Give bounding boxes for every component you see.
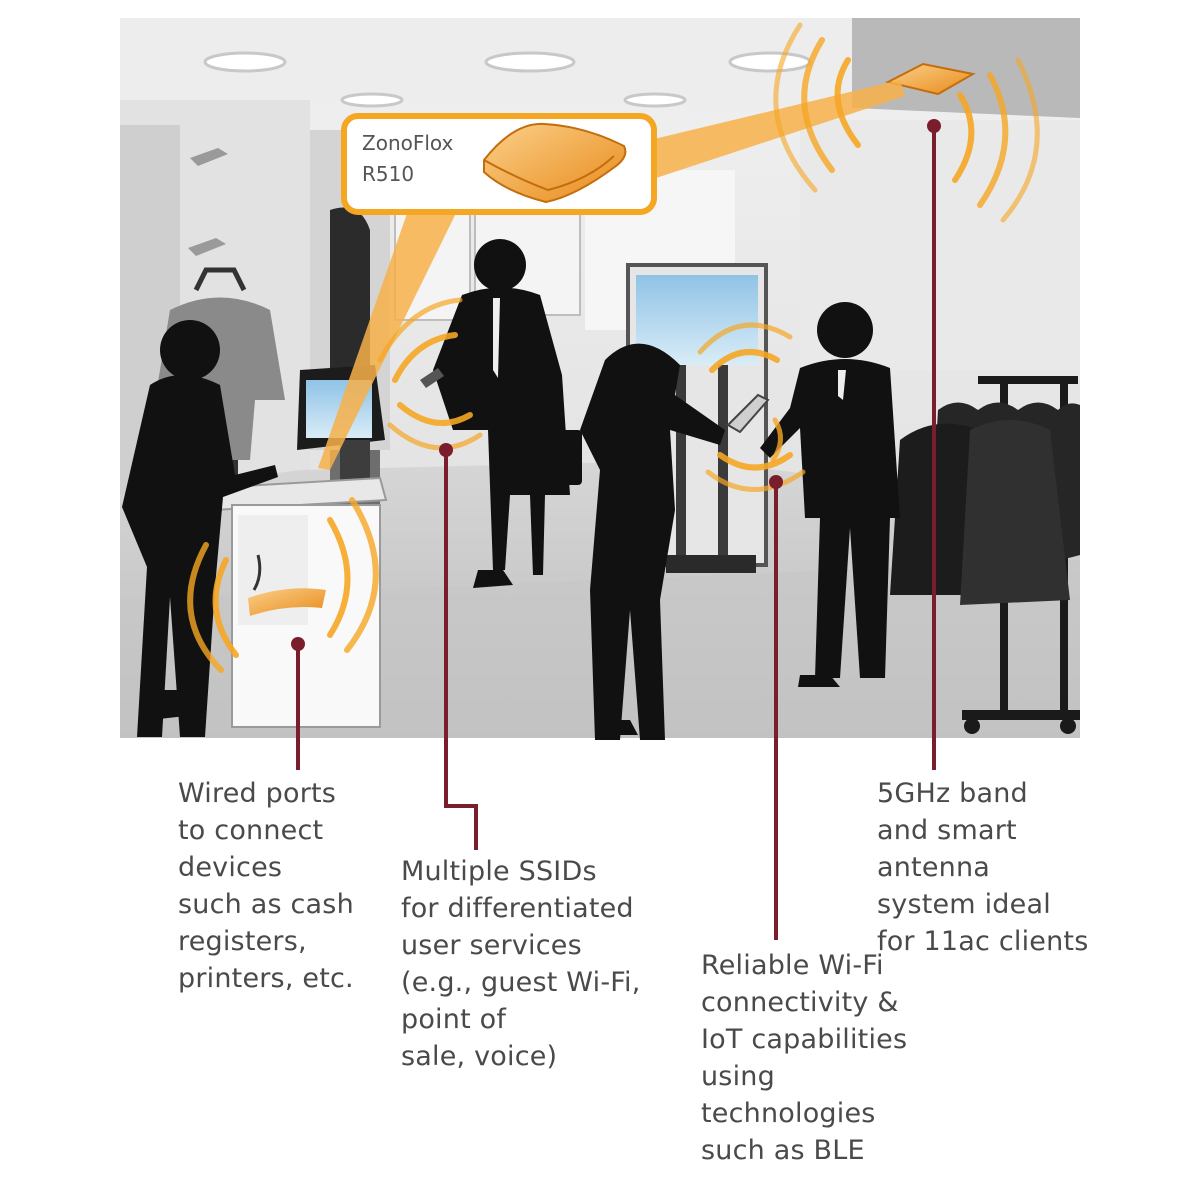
- callout-multiple-ssids: Multiple SSIDs for differentiated user s…: [401, 856, 641, 1072]
- r510-access-point-icon: [483, 122, 627, 204]
- product-name-label: ZonoFlox R510: [362, 131, 454, 186]
- callout-5ghz-band: 5GHz band and smart antenna system ideal…: [877, 778, 1089, 957]
- wifi-waves: [187, 22, 1040, 673]
- callout-wired-ports: Wired ports to connect devices such as c…: [178, 778, 354, 994]
- clothing-rack: [890, 376, 1080, 734]
- businessman-right: [760, 302, 900, 687]
- woman-with-tablet: [580, 343, 770, 740]
- leader-dots: [291, 119, 941, 651]
- leader-lines: [296, 126, 936, 940]
- callout-reliable-wifi: Reliable Wi-Fi connectivity & IoT capabi…: [701, 950, 908, 1166]
- ceiling-access-point-icon: [885, 62, 976, 96]
- businessman-center: [420, 239, 582, 588]
- leader-line-ssids: [444, 450, 478, 850]
